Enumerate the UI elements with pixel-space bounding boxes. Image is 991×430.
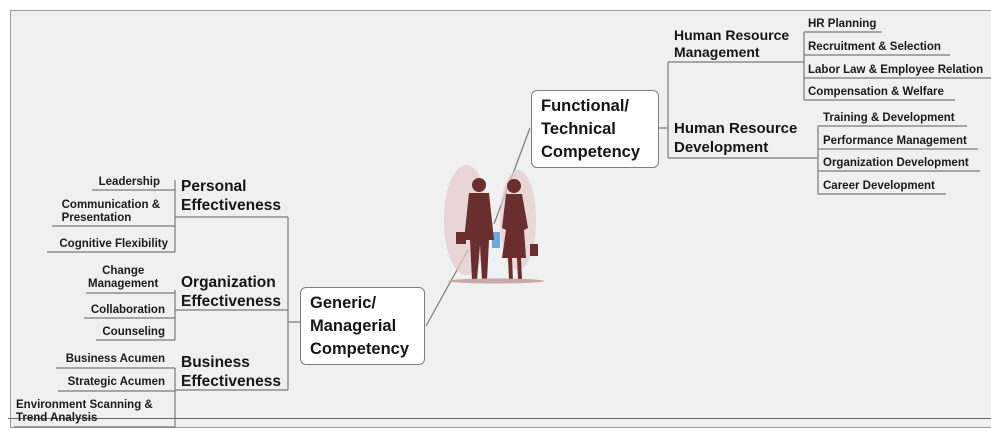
leaf-label-line: Communication & [61, 199, 160, 211]
leaf-label-line: Counseling [102, 326, 165, 338]
leaf-leadership: Leadership [99, 176, 160, 189]
branch-label-line: Development [674, 139, 769, 156]
functional-technical-competency-node: Functional/ Technical Competency [531, 90, 659, 168]
leaf-label-line: Labor Law & Employee Relation [808, 64, 984, 76]
functional-root-line: Functional/ [541, 97, 629, 115]
connector-hrd-leaves [817, 125, 980, 195]
branch-human-resource-development: Human Resource Development [674, 119, 797, 157]
leaf-label-line: Business Acumen [65, 353, 165, 365]
leaf-communication-presentation: Communication & Presentation [62, 199, 160, 225]
leaf-label-line: Training & Development [823, 112, 955, 124]
leaf-label-line: Collaboration [90, 304, 165, 316]
branch-label-line: Effectiveness [181, 293, 281, 310]
leaf-strategic-acumen: Strategic Acumen [68, 376, 165, 389]
leaf-label-line: Performance Management [823, 135, 967, 147]
leaf-label-line: Environment Scanning & [16, 399, 153, 411]
leaf-organization-development: Organization Development [823, 157, 969, 170]
generic-managerial-competency-node: Generic/ Managerial Competency [300, 287, 425, 365]
branch-personal-effectiveness: Personal Effectiveness [181, 177, 281, 215]
connector-functional-branches [658, 61, 818, 159]
connector-organization-leaves [168, 290, 282, 341]
leaf-label-line: Change [102, 265, 145, 277]
business-people-illustration [436, 160, 546, 290]
leaf-hr-planning: HR Planning [808, 18, 876, 31]
connector-hrm-leaves [803, 31, 991, 101]
branch-label-line: Effectiveness [181, 197, 281, 214]
leaf-label-line: Strategic Acumen [67, 376, 165, 388]
generic-root-line: Competency [310, 340, 410, 358]
leaf-label-line: Leadership [98, 176, 160, 188]
leaf-label-line: Presentation [61, 212, 132, 224]
leaf-label-line: HR Planning [808, 18, 877, 30]
leaf-label-line: Cognitive Flexibility [59, 238, 168, 250]
generic-root-line: Managerial [310, 317, 397, 335]
leaf-compensation-welfare: Compensation & Welfare [808, 86, 944, 99]
branch-label-line: Human Resource [674, 27, 790, 43]
leaf-training-development: Training & Development [823, 112, 955, 125]
leaf-labor-law-employee-relation: Labor Law & Employee Relation [808, 64, 991, 77]
branch-human-resource-management: Human Resource Management [674, 27, 789, 61]
leaf-label-line: Trend Analysis [16, 412, 98, 424]
branch-label-line: Business [181, 354, 250, 371]
leaf-environment-scanning-trend-analysis: Environment Scanning & Trend Analysis [16, 399, 153, 425]
leaf-career-development: Career Development [823, 180, 935, 193]
branch-label-line: Organization [181, 274, 276, 291]
leaf-label-line: Management [88, 278, 159, 290]
connector-business-leaves [168, 367, 282, 428]
connector-root-to-generic-branches [282, 216, 300, 391]
leaf-recruitment-selection: Recruitment & Selection [808, 41, 941, 54]
leaf-label-line: Organization Development [823, 157, 969, 169]
leaf-counseling: Counseling [102, 326, 165, 339]
leaf-collaboration: Collaboration [91, 304, 165, 317]
branch-business-effectiveness: Business Effectiveness [181, 353, 281, 391]
functional-root-line: Technical [541, 120, 616, 138]
functional-root-line: Competency [541, 143, 641, 161]
branch-label-line: Human Resource [674, 120, 798, 137]
branch-organization-effectiveness: Organization Effectiveness [181, 273, 281, 311]
leaf-performance-management: Performance Management [823, 135, 967, 148]
branch-label-line: Management [674, 44, 760, 60]
frame-bottom-rule [8, 418, 991, 419]
generic-root-line: Generic/ [310, 294, 377, 312]
branch-label-line: Effectiveness [181, 373, 281, 390]
leaf-label-line: Compensation & Welfare [808, 86, 944, 98]
leaf-cognitive-flexibility: Cognitive Flexibility [59, 238, 168, 251]
connector-personal-leaves [168, 180, 282, 253]
leaf-change-management: Change Management [88, 265, 158, 291]
leaf-business-acumen: Business Acumen [66, 353, 165, 366]
leaf-label-line: Career Development [823, 180, 935, 192]
leaf-underlines-left [14, 189, 168, 428]
leaf-label-line: Recruitment & Selection [808, 41, 941, 53]
branch-label-line: Personal [181, 178, 247, 195]
